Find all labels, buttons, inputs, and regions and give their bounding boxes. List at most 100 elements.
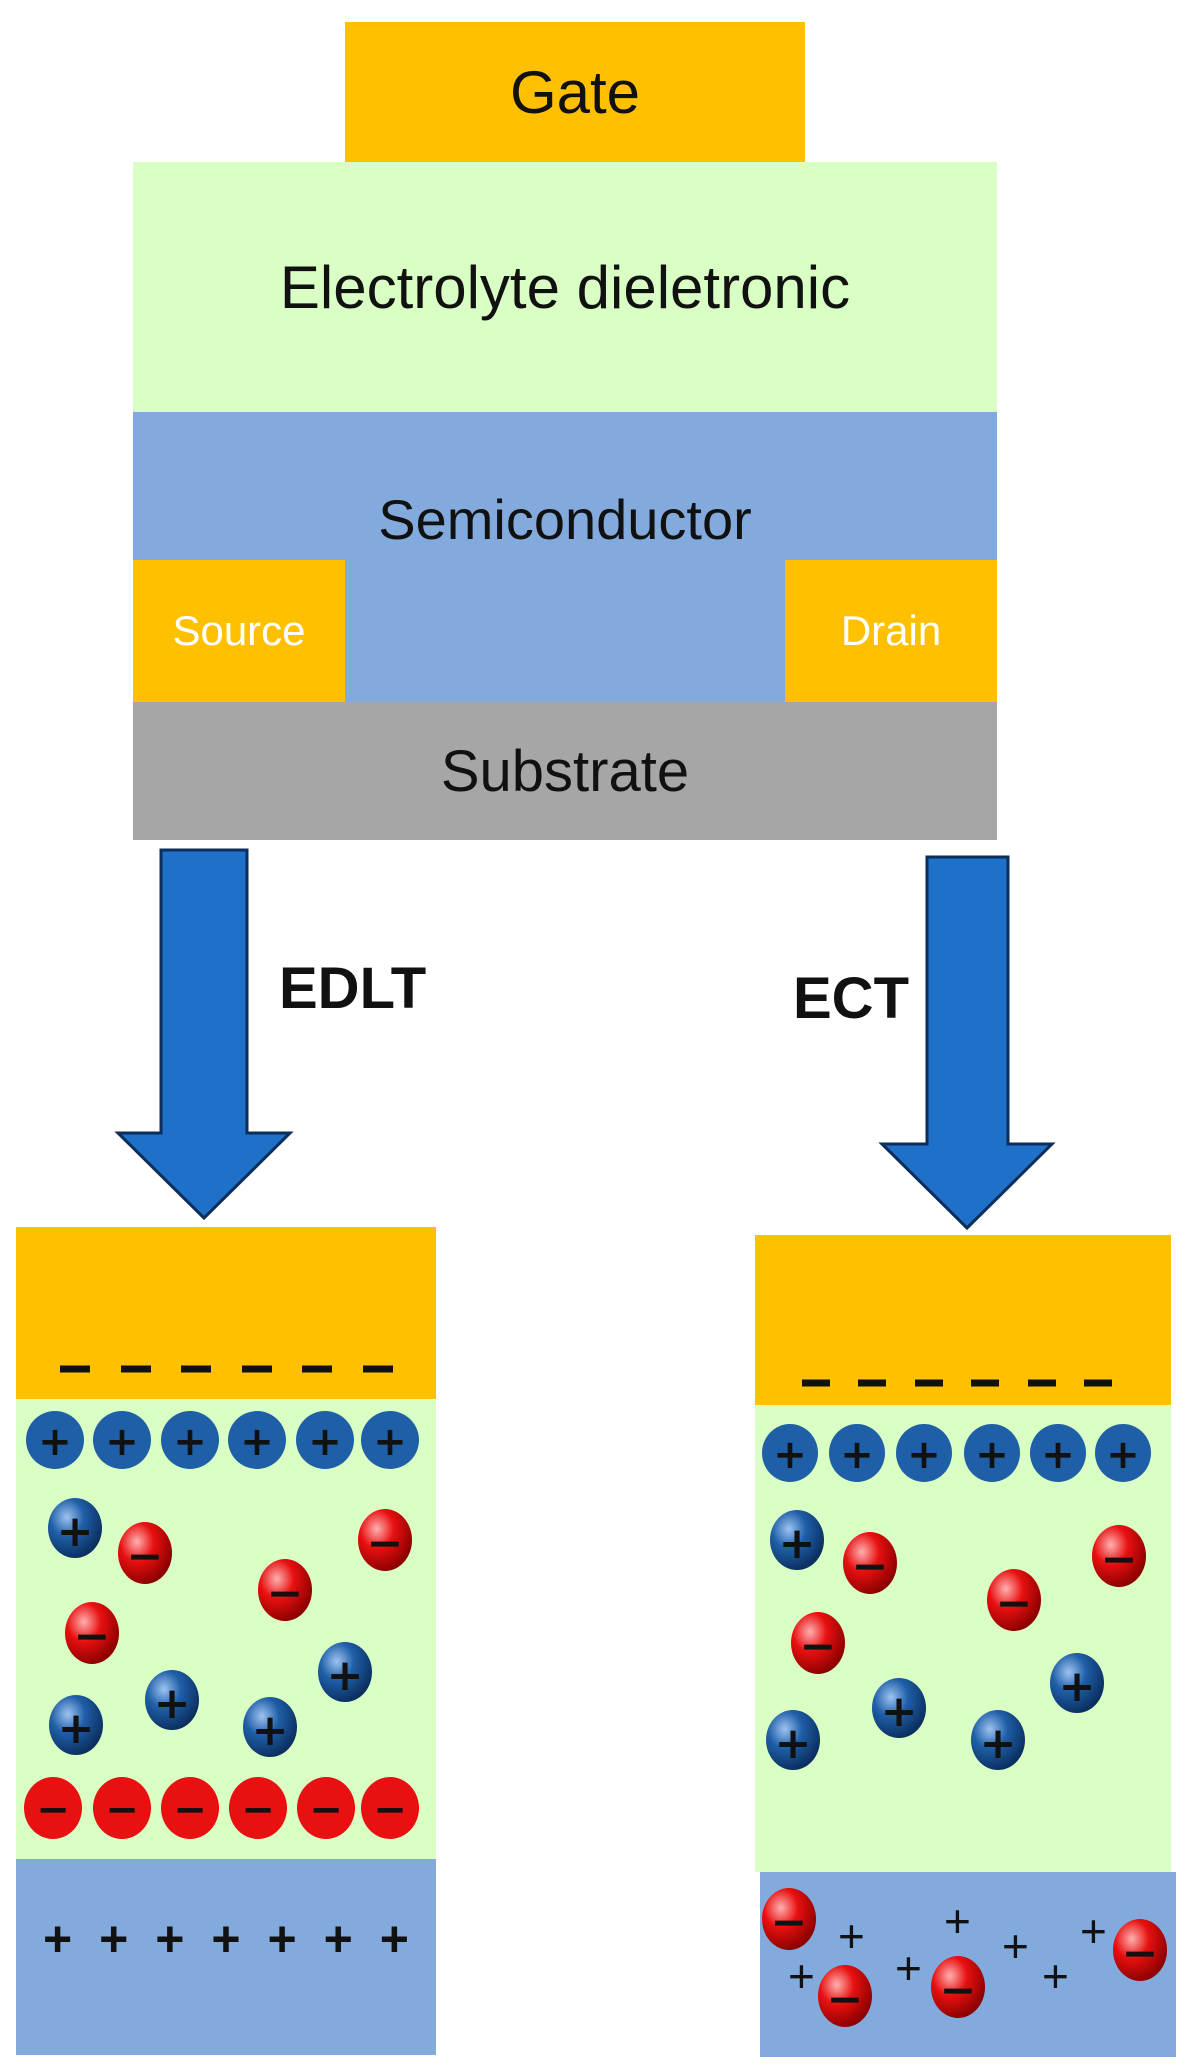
cation-ion: + (145, 1670, 199, 1730)
edlt-gate-block (16, 1227, 436, 1399)
cation-ion: + (971, 1710, 1025, 1770)
svg-text:+: + (252, 1705, 289, 1756)
svg-text:+: + (173, 1419, 207, 1465)
cation-ion: + (161, 1411, 219, 1469)
anion-ion: − (762, 1888, 816, 1950)
edlt-label: EDLT (279, 956, 427, 1021)
plus-sign: + (944, 1895, 971, 1947)
electrolyte-layer: Electrolyte dieletronic (133, 162, 997, 412)
anion-ion: − (818, 1965, 872, 2027)
plus-sign: + (267, 1911, 297, 1967)
svg-text:−: − (996, 1578, 1033, 1629)
svg-text:+: + (308, 1419, 342, 1465)
svg-text:−: − (1122, 1928, 1159, 1979)
electrolyte-label: Electrolyte dieletronic (279, 253, 851, 321)
svg-text:−: − (36, 1787, 70, 1833)
plus-sign: + (895, 1942, 922, 1994)
svg-text:+: + (980, 1718, 1017, 1769)
cation-ion: + (964, 1424, 1020, 1482)
svg-text:+: + (881, 1686, 918, 1737)
edlt-ions: ++++++−−−−−−+++++−−−− (24, 1411, 419, 1839)
cation-ion: + (1050, 1653, 1104, 1713)
svg-text:+: + (105, 1419, 139, 1465)
svg-text:+: + (1106, 1432, 1140, 1478)
plus-sign: + (1002, 1920, 1029, 1972)
svg-text:−: − (74, 1611, 111, 1662)
anion-ion: − (931, 1956, 985, 2018)
cation-ion: + (1095, 1424, 1151, 1482)
anion-ion: − (93, 1777, 151, 1839)
cation-ion: + (770, 1510, 824, 1570)
cation-ion: + (243, 1697, 297, 1757)
anion-ion: − (987, 1569, 1041, 1631)
plus-sign: + (788, 1950, 815, 2002)
plus-sign: + (211, 1911, 241, 1967)
svg-text:+: + (327, 1650, 364, 1701)
ect-arrow (878, 855, 1056, 1231)
gate-label: Gate (509, 58, 641, 126)
svg-text:−: − (771, 1897, 808, 1948)
plus-sign: + (1080, 1905, 1107, 1957)
cation-ion: + (762, 1424, 818, 1482)
svg-text:−: − (173, 1787, 207, 1833)
svg-text:+: + (154, 1678, 191, 1729)
anion-ion: − (118, 1522, 172, 1584)
svg-text:−: − (309, 1787, 343, 1833)
cation-ion: + (318, 1642, 372, 1702)
cation-ion: + (228, 1411, 286, 1469)
svg-text:+: + (779, 1518, 816, 1569)
cation-ion: + (766, 1710, 820, 1770)
svg-text:+: + (57, 1506, 94, 1557)
svg-text:+: + (240, 1419, 274, 1465)
cation-ion: + (296, 1411, 354, 1469)
anion-ion: − (791, 1612, 845, 1674)
edlt-semiconductor-charges: + + + + + + + (16, 1910, 436, 1968)
svg-text:−: − (241, 1787, 275, 1833)
svg-text:−: − (373, 1787, 407, 1833)
plus-sign: + (838, 1910, 865, 1962)
plus-sign: + (379, 1911, 409, 1967)
svg-text:+: + (975, 1432, 1009, 1478)
ect-gate-block (755, 1235, 1171, 1405)
ect-label: ECT (793, 966, 909, 1031)
svg-text:−: − (105, 1787, 139, 1833)
anion-ion: − (229, 1777, 287, 1839)
svg-text:−: − (367, 1518, 404, 1569)
plus-sign: + (1042, 1950, 1069, 2002)
anion-ion: − (361, 1777, 419, 1839)
plus-sign: + (155, 1911, 185, 1967)
substrate-layer: Substrate (133, 702, 997, 840)
plus-sign: + (99, 1911, 129, 1967)
cation-ion: + (49, 1695, 103, 1755)
ect-ions: +++++++++++−−−−−−−− (762, 1424, 1167, 2027)
substrate-label: Substrate (440, 738, 690, 804)
svg-text:+: + (373, 1419, 407, 1465)
anion-ion: − (1113, 1919, 1167, 1981)
svg-text:+: + (773, 1432, 807, 1478)
anion-ion: − (24, 1777, 82, 1839)
svg-text:−: − (940, 1965, 977, 2016)
cation-ion: + (896, 1424, 952, 1482)
anion-ion: − (258, 1559, 312, 1621)
cation-ion: + (829, 1424, 885, 1482)
anion-ion: − (297, 1777, 355, 1839)
svg-text:−: − (827, 1974, 864, 2025)
plus-sign: + (323, 1911, 353, 1967)
plus-sign: + (42, 1911, 73, 1967)
anion-ion: − (358, 1509, 412, 1571)
svg-text:−: − (1101, 1534, 1138, 1585)
svg-text:+: + (1041, 1432, 1075, 1478)
source-contact: Source (133, 560, 345, 702)
svg-text:−: − (127, 1531, 164, 1582)
edlt-semiconductor-block (16, 1859, 436, 2055)
anion-ion: − (65, 1602, 119, 1664)
cation-ion: + (93, 1411, 151, 1469)
svg-text:+: + (38, 1419, 72, 1465)
cation-ion: + (48, 1498, 102, 1558)
svg-text:+: + (1059, 1661, 1096, 1712)
semiconductor-layer: Semiconductor Source Drain (133, 412, 997, 702)
anion-ion: − (161, 1777, 219, 1839)
anion-ion: − (843, 1532, 897, 1594)
svg-text:−: − (800, 1621, 837, 1672)
